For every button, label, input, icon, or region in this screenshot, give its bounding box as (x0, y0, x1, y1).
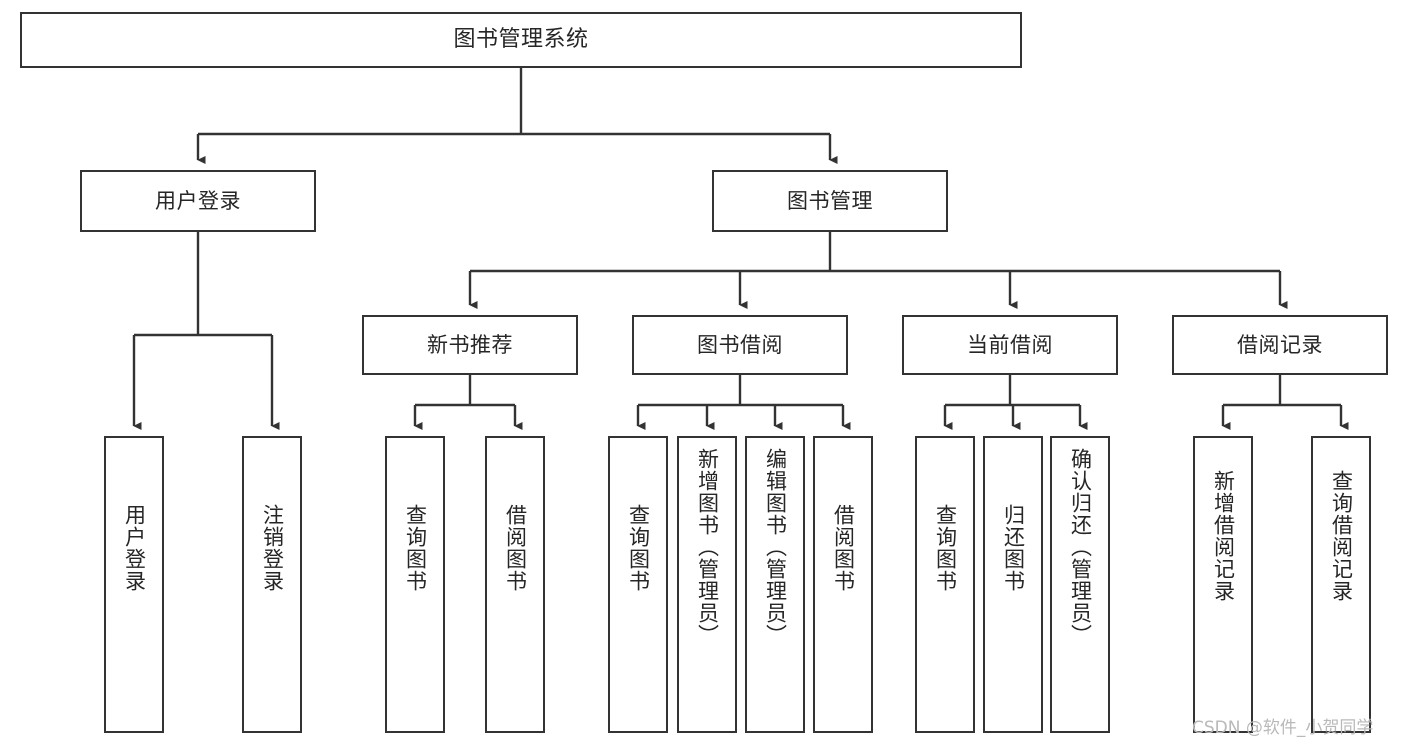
node-leaf-query-book-borrow-label: 查询图书 (626, 504, 651, 592)
node-leaf-user-login-label: 用户登录 (122, 504, 147, 592)
node-new-book-rec[interactable]: 新书推荐 (362, 315, 578, 375)
node-user-login-label: 用户登录 (155, 188, 241, 213)
node-leaf-user-logout[interactable]: 注销登录 (242, 436, 302, 733)
node-leaf-return-book[interactable]: 归还图书 (983, 436, 1043, 733)
node-leaf-query-book-rec-label: 查询图书 (403, 504, 428, 592)
node-leaf-query-book-borrow[interactable]: 查询图书 (608, 436, 668, 733)
node-book-borrow-label: 图书借阅 (697, 332, 783, 357)
node-borrow-record[interactable]: 借阅记录 (1172, 315, 1388, 375)
node-leaf-borrow-book[interactable]: 借阅图书 (813, 436, 873, 733)
node-leaf-query-book-current-label: 查询图书 (933, 504, 958, 592)
node-leaf-borrow-book-label: 借阅图书 (831, 504, 856, 592)
node-leaf-add-record[interactable]: 新增借阅记录 (1193, 436, 1253, 733)
node-leaf-edit-book[interactable]: 编辑图书（管理员） (745, 436, 805, 733)
node-new-book-rec-label: 新书推荐 (427, 332, 513, 357)
node-current-borrow[interactable]: 当前借阅 (902, 315, 1118, 375)
node-leaf-user-logout-label: 注销登录 (260, 504, 285, 592)
node-leaf-query-record[interactable]: 查询借阅记录 (1311, 436, 1371, 733)
node-leaf-add-record-label: 新增借阅记录 (1211, 470, 1236, 602)
node-leaf-query-book-current[interactable]: 查询图书 (915, 436, 975, 733)
node-root[interactable]: 图书管理系统 (20, 12, 1022, 68)
node-current-borrow-label: 当前借阅 (967, 332, 1053, 357)
node-leaf-edit-book-label: 编辑图书（管理员） (763, 448, 788, 646)
node-leaf-add-book-label: 新增图书（管理员） (695, 448, 720, 646)
node-book-manage[interactable]: 图书管理 (712, 170, 948, 232)
node-root-label: 图书管理系统 (453, 27, 589, 53)
node-leaf-confirm-return-label: 确认归还（管理员） (1068, 448, 1093, 646)
node-leaf-query-record-label: 查询借阅记录 (1329, 470, 1354, 602)
node-leaf-add-book[interactable]: 新增图书（管理员） (677, 436, 737, 733)
node-leaf-confirm-return[interactable]: 确认归还（管理员） (1050, 436, 1110, 733)
node-leaf-return-book-label: 归还图书 (1001, 504, 1026, 592)
node-book-borrow[interactable]: 图书借阅 (632, 315, 848, 375)
watermark-text: CSDN @软件_小贺同学 (1192, 718, 1374, 738)
node-borrow-record-label: 借阅记录 (1237, 332, 1323, 357)
node-user-login[interactable]: 用户登录 (80, 170, 316, 232)
node-leaf-borrow-book-rec[interactable]: 借阅图书 (485, 436, 545, 733)
node-book-manage-label: 图书管理 (787, 188, 873, 213)
node-leaf-query-book-rec[interactable]: 查询图书 (385, 436, 445, 733)
node-leaf-borrow-book-rec-label: 借阅图书 (503, 504, 528, 592)
node-leaf-user-login[interactable]: 用户登录 (104, 436, 164, 733)
